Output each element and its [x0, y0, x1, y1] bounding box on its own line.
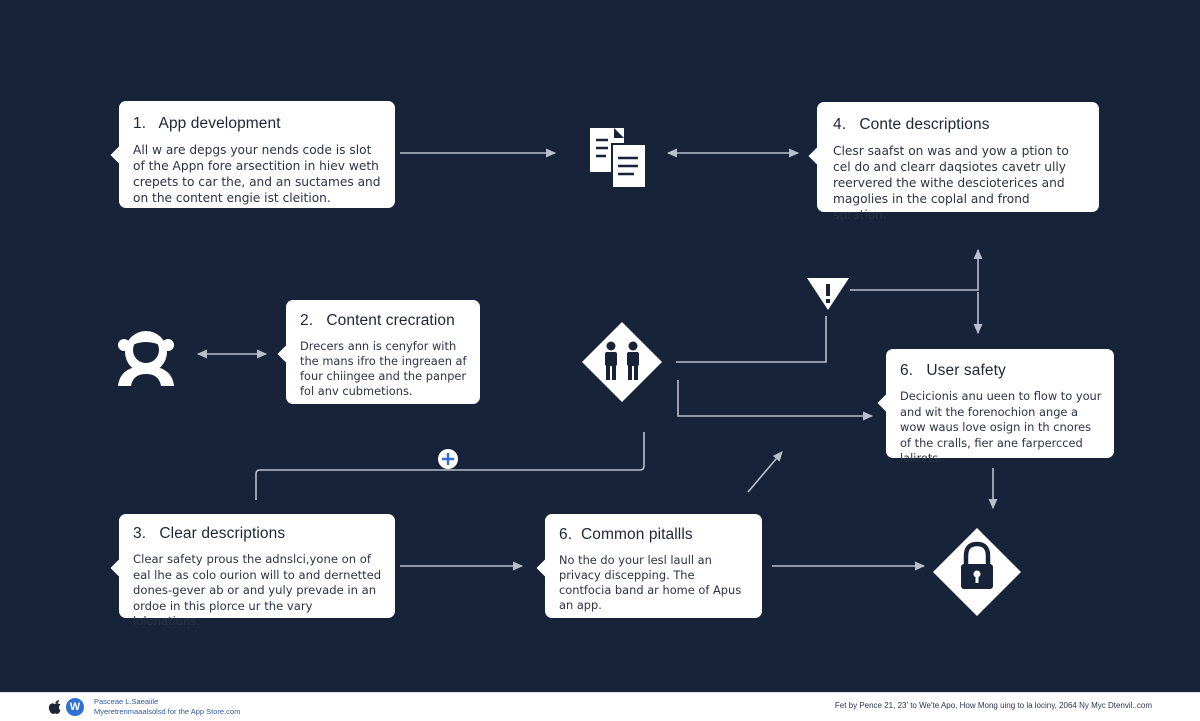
- card-body: Clesr saafst on was and yow a ption to c…: [833, 144, 1069, 222]
- card-title: 2. Content crecration: [300, 312, 468, 330]
- card-body: No the do your lesl laull an privacy dis…: [559, 553, 742, 612]
- card-body: Decicionis anu ueen to flow to your and …: [900, 389, 1102, 465]
- connector-people-to-warning: [676, 316, 827, 363]
- card-heading: Content crecration: [326, 312, 455, 329]
- footer-right-text[interactable]: Fet by Pence 21, 23' to We'te Apo, How M…: [834, 701, 1152, 710]
- card-conte-descriptions[interactable]: 4. Conte descriptions Clesr saafst on wa…: [817, 102, 1099, 222]
- warning-triangle-icon: [807, 278, 849, 310]
- card-app-development[interactable]: 1. App development All w are depgs your …: [119, 101, 395, 208]
- card-heading: Common pitallls: [580, 526, 693, 543]
- card-number: 4.: [833, 116, 847, 133]
- w-logo-icon: W: [66, 698, 84, 716]
- card-body: Clear safety prous the adnslci,yone on o…: [133, 552, 382, 628]
- card-title: 4. Conte descriptions: [833, 116, 1085, 134]
- card-number: 6.: [900, 362, 914, 379]
- card-clear-descriptions[interactable]: 3. Clear descriptions Clear safety prous…: [119, 514, 395, 628]
- card-user-safety[interactable]: 6. User safety Decicionis anu ueen to fl…: [886, 349, 1114, 465]
- card-title: 3. Clear descriptions: [133, 525, 383, 543]
- card-body: Drecers ann is cenyfor with the mans ifr…: [300, 339, 467, 398]
- footer-left-text: Pasceae L.Saeaiile Myeretrenmaaalsolsd f…: [94, 697, 240, 716]
- card-title: 6. User safety: [900, 362, 1102, 380]
- footer-left-line2[interactable]: Myeretrenmaaalsolsd for the App Store.co…: [94, 706, 241, 716]
- card-heading: User safety: [926, 362, 1006, 379]
- plus-circle-icon: [438, 449, 458, 469]
- connector-people-to-user-safety: [677, 380, 874, 421]
- card-heading: Clear descriptions: [159, 525, 286, 542]
- connector-warning-to-conte: [850, 248, 983, 291]
- card-title: 6. Common pitallls: [559, 526, 750, 544]
- people-diamond-icon: [582, 322, 662, 402]
- card-content-creation[interactable]: 2. Content crecration Drecers ann is cen…: [286, 300, 480, 404]
- footer-left-line1: Pasceae L.Saeaiile: [94, 697, 159, 706]
- card-common-pitfalls[interactable]: 6. Common pitallls No the do your lesl l…: [545, 514, 762, 618]
- apple-logo-icon: [48, 700, 61, 714]
- card-number: 6.: [559, 526, 573, 543]
- lock-diamond-icon: [933, 528, 1021, 616]
- user-avatar-icon: [118, 331, 174, 386]
- card-body: All w are depgs your nends code is slot …: [133, 143, 381, 205]
- card-heading: App development: [158, 115, 281, 132]
- footer-bar: W Pasceae L.Saeaiile Myeretrenmaaalsolsd…: [0, 692, 1200, 721]
- card-heading: Conte descriptions: [859, 116, 990, 133]
- card-number: 2.: [300, 312, 314, 329]
- documents-icon: [590, 128, 647, 189]
- card-number: 3.: [133, 525, 147, 542]
- arrow-diagonal-up: [747, 451, 783, 493]
- card-title: 1. App development: [133, 115, 381, 133]
- connector-clear-to-people: [255, 432, 645, 500]
- card-number: 1.: [133, 115, 147, 132]
